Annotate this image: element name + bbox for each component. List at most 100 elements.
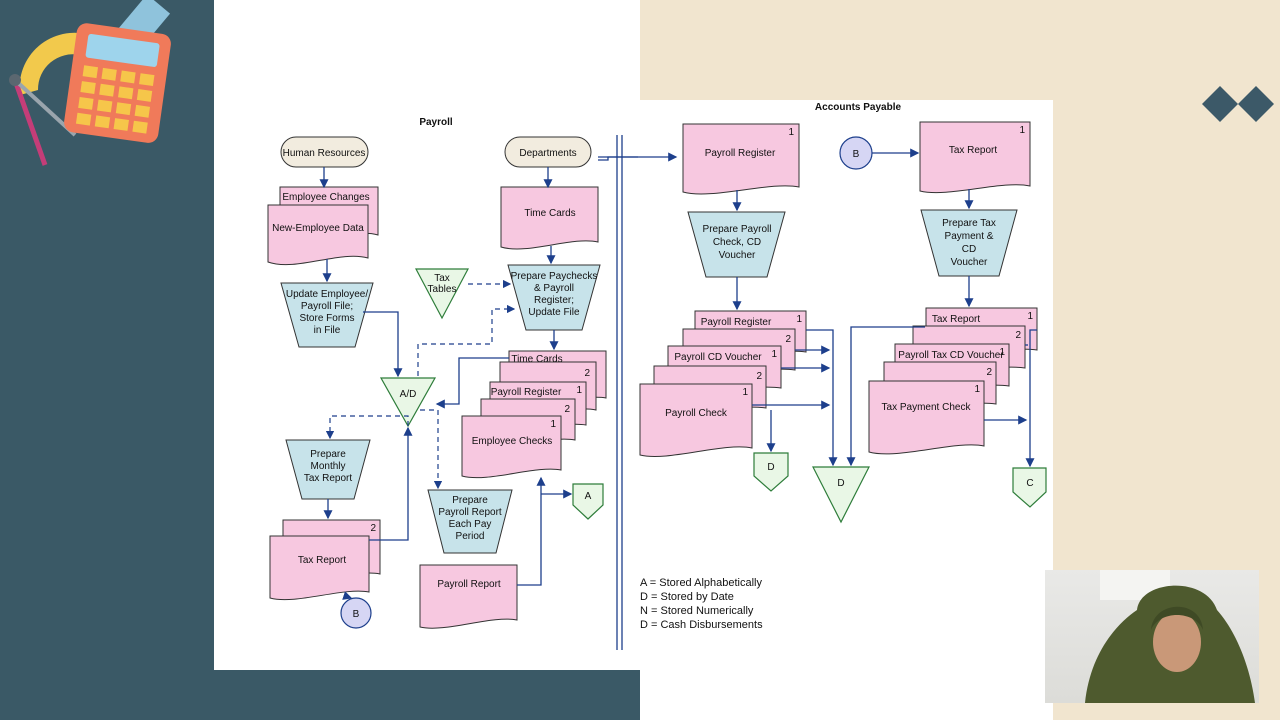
new-employee-data-document: New-Employee Data [267, 204, 369, 266]
time-cards-label: Time Cards [524, 208, 575, 219]
svg-text:Payroll Check: Payroll Check [665, 408, 728, 419]
svg-text:Prepare: Prepare [310, 449, 346, 460]
payroll-report-document: Payroll Report [419, 564, 518, 629]
svg-text:Prepare: Prepare [452, 495, 488, 506]
b-connector-left: B [340, 597, 372, 629]
to-accounts-payable-arrow [598, 152, 678, 162]
svg-text:D: D [767, 462, 774, 473]
svg-text:Payroll Report: Payroll Report [438, 507, 502, 518]
ap-flow-arrows [732, 148, 1037, 468]
svg-text:Store Forms: Store Forms [299, 313, 354, 324]
svg-text:Payroll Register: Payroll Register [701, 317, 772, 328]
svg-text:A/D: A/D [400, 389, 417, 400]
payroll-dashed-flows [325, 279, 516, 490]
svg-text:Tax Payment Check: Tax Payment Check [882, 402, 972, 413]
svg-text:Payroll Register: Payroll Register [491, 387, 562, 398]
d-file-small: D [753, 452, 789, 492]
c-file: C [1012, 467, 1047, 508]
svg-text:2: 2 [584, 368, 590, 379]
svg-text:Tax Report: Tax Report [949, 145, 998, 156]
protractor-icon [19, 32, 91, 95]
time-cards-document: Time Cards [500, 186, 599, 250]
tax-tables-file: Tax Tables [415, 268, 469, 320]
b-connector-right: B [839, 136, 873, 170]
svg-text:Tables: Tables [428, 284, 457, 295]
svg-text:Tax Report: Tax Report [304, 473, 353, 484]
svg-text:Payroll Register: Payroll Register [705, 148, 776, 159]
svg-text:Payroll Tax CD Voucher: Payroll Tax CD Voucher [898, 350, 1004, 361]
svg-text:Period: Period [456, 531, 485, 542]
svg-text:1: 1 [1019, 125, 1025, 136]
svg-text:Each Pay: Each Pay [449, 519, 492, 530]
svg-text:2: 2 [785, 334, 791, 345]
departments-label: Departments [519, 148, 576, 159]
ap-tax-payment-stack: Tax Report 1 2 Payroll Tax CD Voucher 1 … [868, 307, 1038, 455]
svg-text:B: B [353, 609, 360, 620]
human-resources-terminal: Human Resources [280, 136, 369, 168]
svg-text:A: A [585, 491, 592, 502]
svg-text:Employee Checks: Employee Checks [472, 436, 553, 447]
calculator-icon [64, 23, 171, 143]
d-file-large: D [812, 466, 870, 524]
update-employee-process: Update Employee/ Payroll File; Store For… [280, 282, 374, 348]
svg-text:& Payroll: & Payroll [534, 283, 574, 294]
payroll-title: Payroll [419, 117, 453, 128]
new-employee-data-label: New-Employee Data [272, 223, 364, 234]
svg-text:1: 1 [796, 314, 802, 325]
employee-checks-document: Employee Checks 1 [461, 415, 562, 479]
presenter-webcam [1045, 570, 1259, 703]
svg-text:Monthly: Monthly [310, 461, 345, 472]
legend: A = Stored Alphabetically D = Stored by … [640, 577, 763, 631]
svg-text:Update Employee/: Update Employee/ [286, 289, 368, 300]
ap-payroll-register-document: Payroll Register 1 [682, 123, 800, 195]
prepare-paychecks-process: Prepare Paychecks & Payroll Register; Up… [507, 264, 601, 331]
calculator-stationery-icon [9, 0, 171, 166]
svg-text:1: 1 [1027, 311, 1033, 322]
diamond-decoration-icon [1202, 86, 1274, 122]
svg-text:1: 1 [788, 127, 794, 138]
department-separator [616, 135, 623, 650]
svg-text:Check, CD: Check, CD [713, 237, 761, 248]
svg-text:2: 2 [1015, 330, 1021, 341]
svg-text:Voucher: Voucher [719, 250, 756, 261]
svg-text:2: 2 [564, 404, 570, 415]
svg-text:Tax Report: Tax Report [932, 314, 981, 325]
svg-text:Payroll File;: Payroll File; [301, 301, 353, 312]
svg-text:Prepare Paychecks: Prepare Paychecks [511, 271, 598, 282]
svg-text:Prepare Payroll: Prepare Payroll [703, 224, 772, 235]
svg-text:Prepare Tax: Prepare Tax [942, 218, 996, 229]
departments-terminal: Departments [504, 136, 592, 168]
svg-text:Payroll CD Voucher: Payroll CD Voucher [674, 352, 762, 363]
legend-item: A = Stored Alphabetically [640, 577, 762, 589]
svg-text:Voucher: Voucher [951, 257, 988, 268]
ap-payroll-check-stack: Payroll Register 1 2 Payroll CD Voucher … [639, 310, 807, 457]
svg-text:Time Cards: Time Cards [511, 354, 562, 365]
svg-text:2: 2 [756, 371, 762, 382]
svg-text:Payroll Report: Payroll Report [437, 579, 501, 590]
svg-text:1: 1 [974, 384, 980, 395]
svg-text:CD: CD [962, 244, 976, 255]
human-resources-label: Human Resources [283, 148, 366, 159]
tax-report-stack: 2 Tax Report [269, 519, 381, 601]
prepare-tax-payment-process: Prepare Tax Payment & CD Voucher [920, 209, 1018, 277]
svg-text:Tax: Tax [434, 273, 450, 284]
svg-text:2: 2 [370, 523, 376, 534]
svg-text:1: 1 [550, 419, 556, 430]
prepare-payroll-report-process: Prepare Payroll Report Each Pay Period [427, 489, 513, 554]
svg-text:Update File: Update File [528, 307, 580, 318]
svg-text:Register;: Register; [534, 295, 574, 306]
legend-item: D = Stored by Date [640, 591, 734, 603]
legend-item: D = Cash Disbursements [640, 619, 763, 631]
svg-text:1: 1 [576, 385, 582, 396]
a-file: A [572, 483, 604, 520]
svg-text:Payment &: Payment & [945, 231, 994, 242]
svg-text:Tax Report: Tax Report [298, 555, 347, 566]
svg-text:in File: in File [314, 325, 341, 336]
svg-text:1: 1 [742, 387, 748, 398]
svg-text:1: 1 [999, 347, 1005, 358]
accounts-payable-title: Accounts Payable [815, 102, 902, 113]
svg-text:B: B [853, 149, 860, 160]
presenter-figure-icon [1085, 570, 1255, 703]
svg-text:2: 2 [986, 367, 992, 378]
